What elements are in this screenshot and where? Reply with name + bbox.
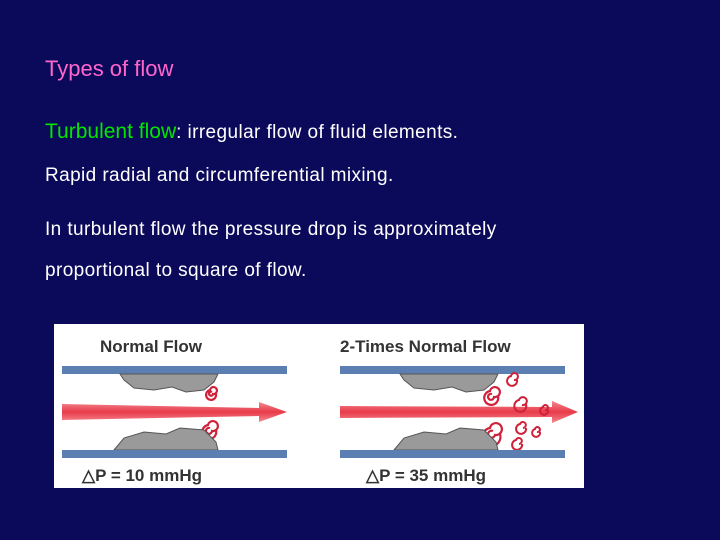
double-vessel-bottom-wall xyxy=(340,450,565,458)
turbulence-swirl-4 xyxy=(539,404,550,416)
normal-vessel-top-wall xyxy=(62,366,287,374)
turbulent-flow-description: : irregular flow of fluid elements. xyxy=(176,122,459,143)
double-flow-arrow xyxy=(340,401,578,423)
turbulence-swirl-6 xyxy=(515,421,528,435)
normal-flow-title: Normal Flow xyxy=(100,337,203,356)
double-flow-title: 2-Times Normal Flow xyxy=(340,337,511,356)
turbulence-swirl-3 xyxy=(513,396,528,413)
turbulent-flow-term: Turbulent flow xyxy=(45,120,177,143)
normal-pressure-drop: △P = 10 mmHg xyxy=(81,466,202,485)
turbulence-swirl-1 xyxy=(483,386,501,406)
turbulence-swirl-7 xyxy=(511,437,524,451)
pressure-text-line-2: proportional to square of flow. xyxy=(45,260,307,281)
double-vessel-top-wall xyxy=(340,366,565,374)
pressure-text-line-1: In turbulent flow the pressure drop is a… xyxy=(45,219,497,240)
flow-diagram: Normal Flow △P = 10 mmHg 2-Times Normal … xyxy=(54,324,584,488)
slide-title: Types of flow xyxy=(45,56,174,81)
double-top-plaque xyxy=(399,373,499,393)
turbulent-flow-definition: Turbulent flow: irregular flow of fluid … xyxy=(45,120,458,144)
turbulence-swirl-2 xyxy=(506,372,519,387)
normal-top-plaque xyxy=(119,373,219,393)
normal-upper-swirl xyxy=(205,385,219,401)
flow-diagram-svg: Normal Flow △P = 10 mmHg 2-Times Normal … xyxy=(62,337,578,485)
double-bottom-plaque xyxy=(392,427,499,451)
normal-bottom-plaque xyxy=(112,427,219,451)
double-pressure-drop: △P = 35 mmHg xyxy=(365,466,486,485)
normal-vessel-bottom-wall xyxy=(62,450,287,458)
normal-flow-arrow xyxy=(62,402,287,422)
mixing-text: Rapid radial and circumferential mixing. xyxy=(45,165,394,186)
turbulence-swirl-8 xyxy=(531,426,542,438)
